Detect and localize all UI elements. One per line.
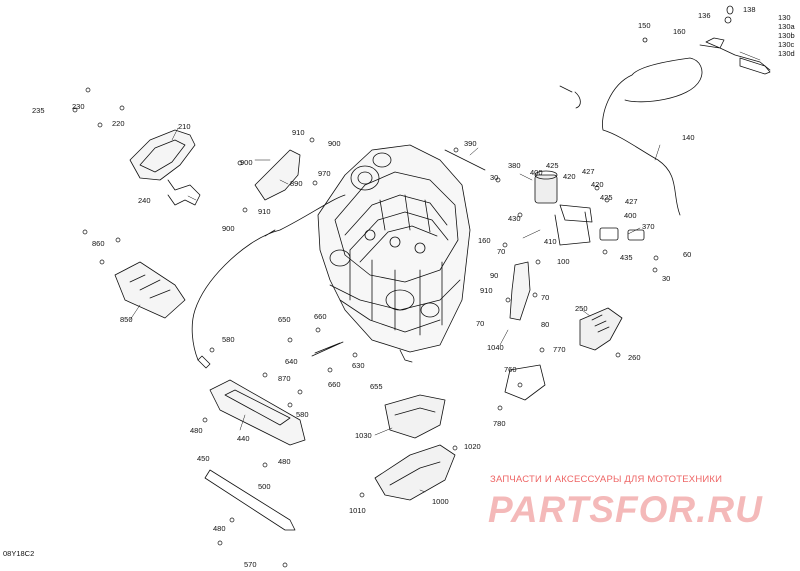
- label-970: 970: [318, 169, 331, 178]
- label-70-a: 70: [497, 247, 506, 256]
- label-430: 430: [508, 214, 521, 223]
- bracket-890: [254, 149, 301, 201]
- label-440: 440: [237, 434, 250, 443]
- label-480-a: 480: [190, 426, 203, 435]
- diagram-code: 08Y18C2: [3, 549, 35, 558]
- label-235: 235: [32, 106, 45, 115]
- label-160-b: 160: [478, 236, 491, 245]
- label-425-a: 425: [546, 161, 559, 170]
- label-770: 770: [553, 345, 566, 354]
- label-240: 240: [138, 196, 151, 205]
- label-910-b: 910: [258, 207, 271, 216]
- rod-390: [444, 149, 486, 171]
- label-900-a: 900: [328, 139, 341, 148]
- label-650: 650: [278, 315, 291, 324]
- label-60: 60: [683, 250, 692, 259]
- label-860: 860: [92, 239, 105, 248]
- label-1040: 1040: [487, 343, 504, 352]
- label-420-b: 420: [591, 180, 604, 189]
- label-850: 850: [120, 315, 133, 324]
- label-870: 870: [278, 374, 291, 383]
- label-370: 370: [642, 222, 655, 231]
- label-1010: 1010: [349, 506, 366, 515]
- label-130a: 130a: [778, 22, 795, 31]
- label-890: 890: [290, 179, 303, 188]
- label-900-b: 900: [240, 158, 253, 167]
- label-140: 140: [682, 133, 695, 142]
- label-138: 138: [743, 5, 756, 14]
- label-640: 640: [285, 357, 298, 366]
- label-420-a: 420: [563, 172, 576, 181]
- label-130: 130: [778, 13, 791, 22]
- skid-plate-850: [114, 261, 186, 319]
- wire-harness: [191, 194, 346, 361]
- label-780: 780: [493, 419, 506, 428]
- label-655: 655: [370, 382, 383, 391]
- label-500: 500: [258, 482, 271, 491]
- mount-90: [509, 261, 531, 321]
- rod-640: [311, 341, 344, 357]
- label-900-c: 900: [222, 224, 235, 233]
- part-210-cover: [129, 129, 201, 206]
- label-220: 220: [112, 119, 125, 128]
- label-660-a: 660: [314, 312, 327, 321]
- label-410: 410: [544, 237, 557, 246]
- label-90: 90: [490, 271, 499, 280]
- label-136: 136: [698, 11, 711, 20]
- label-100: 100: [557, 257, 570, 266]
- label-480-c: 480: [213, 524, 226, 533]
- label-250: 250: [575, 304, 588, 313]
- label-480-b: 480: [278, 457, 291, 466]
- label-1020: 1020: [464, 442, 481, 451]
- label-130c: 130c: [778, 40, 795, 49]
- label-435: 435: [620, 253, 633, 262]
- label-400-a: 400: [530, 168, 543, 177]
- label-400-b: 400: [624, 211, 637, 220]
- label-30-a: 30: [490, 173, 499, 182]
- cable-140: [602, 57, 703, 216]
- label-570: 570: [244, 560, 257, 569]
- label-160: 160: [673, 27, 686, 36]
- label-910-c: 910: [480, 286, 493, 295]
- label-580-b: 580: [296, 410, 309, 419]
- label-760: 760: [504, 365, 517, 374]
- watermark-subtitle: ЗАПЧАСТИ И АКСЕССУАРЫ ДЛЯ МОТОТЕХНИКИ: [490, 474, 723, 485]
- fasteners: [72, 87, 659, 568]
- label-1000: 1000: [432, 497, 449, 506]
- guard-1030: [384, 394, 446, 439]
- oil-filter-assembly: [534, 170, 645, 246]
- label-80: 80: [541, 320, 550, 329]
- label-427-b: 427: [625, 197, 638, 206]
- label-260: 260: [628, 353, 641, 362]
- rail-440: [209, 379, 306, 446]
- label-630: 630: [352, 361, 365, 370]
- label-230: 230: [72, 102, 85, 111]
- label-130d: 130d: [778, 49, 795, 58]
- label-1030: 1030: [355, 431, 372, 440]
- label-660-b: 660: [328, 380, 341, 389]
- label-450: 450: [197, 454, 210, 463]
- bracket-760: [504, 364, 546, 401]
- label-70-c: 70: [476, 319, 485, 328]
- watermark-logo: PARTSFOR.RU: [488, 489, 763, 530]
- label-910-a: 910: [292, 128, 305, 137]
- label-380: 380: [508, 161, 521, 170]
- heat-shield-250: [579, 307, 623, 351]
- label-150: 150: [638, 21, 651, 30]
- label-390: 390: [464, 139, 477, 148]
- label-427-a: 427: [582, 167, 595, 176]
- bar-450: [204, 469, 296, 531]
- label-130-group: 130 130a 130b 130c 130d: [778, 13, 795, 58]
- label-130b: 130b: [778, 31, 795, 40]
- label-580-a: 580: [222, 335, 235, 344]
- label-70-b: 70: [541, 293, 550, 302]
- label-30-b: 30: [662, 274, 671, 283]
- label-210: 210: [178, 122, 191, 131]
- skid-1000: [374, 444, 456, 501]
- engine-block: [317, 144, 471, 363]
- label-425-b: 425: [600, 193, 613, 202]
